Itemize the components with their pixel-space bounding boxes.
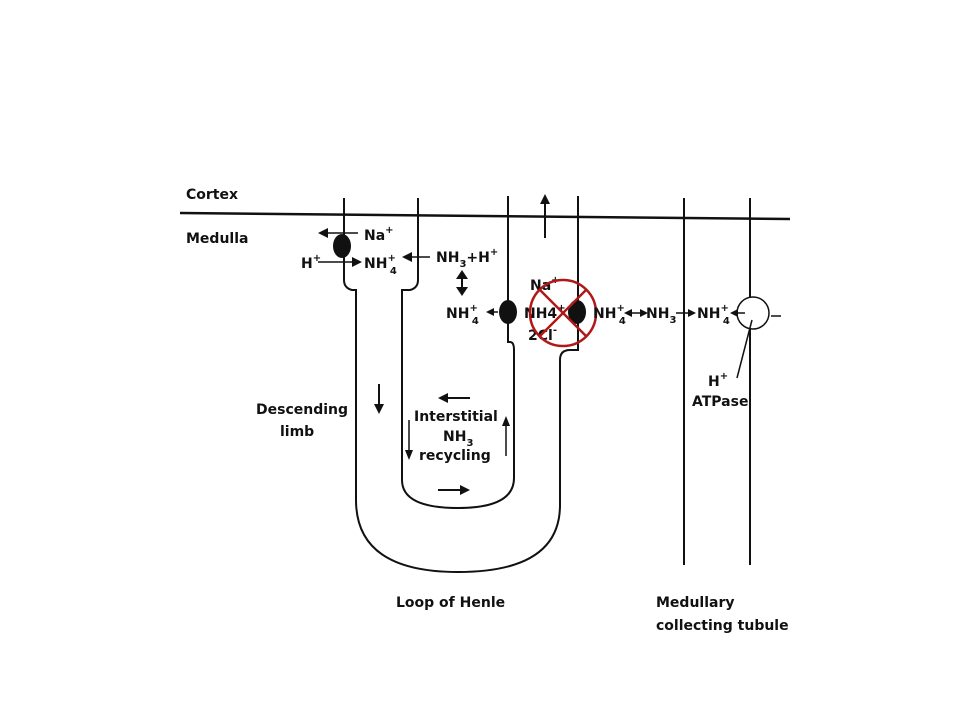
medullary-label-2: collecting tubule (656, 618, 789, 634)
interstitial-label-1: Interstitial (414, 409, 498, 425)
recycling-arrow-down (405, 420, 413, 460)
descending-limb-label-2: limb (280, 424, 314, 440)
interstitial-label-2: NH3 (443, 429, 473, 449)
cortex-medulla-boundary (179, 211, 791, 221)
ascending-flow-arrow (540, 194, 550, 238)
nh4-export-transporter (486, 300, 517, 324)
nh3-to-descending-arrow (402, 252, 430, 262)
nh4-label-interstitial: NH+4 (446, 303, 479, 327)
loop-of-henle-label: Loop of Henle (396, 595, 505, 611)
nh3-label-interstitial: NH3 (646, 306, 676, 326)
na-h-exchanger (318, 228, 362, 267)
nh3-plus-h-label: NH3+H+ (436, 247, 498, 270)
nh4-label-outer: NH+4 (593, 303, 626, 327)
h-atpase-pump (730, 296, 781, 379)
loop-inner-wall (401, 196, 515, 510)
exchanger-transporter-icon (333, 234, 351, 258)
equilibrium-arrow (456, 270, 468, 296)
nh4-label-tubule: NH+4 (697, 303, 730, 327)
loop-outer-wall (343, 196, 579, 574)
medulla-label: Medulla (186, 231, 248, 247)
nh4-label-descending: NH+4 (364, 253, 397, 277)
h-label: H+ (301, 253, 321, 272)
recycling-arrow-up (502, 416, 510, 456)
nh4-nh3-equilibrium-arrow (624, 309, 648, 317)
recycling-arrow-left (438, 393, 470, 403)
cortex-label: Cortex (186, 187, 238, 203)
descending-flow-arrow (374, 384, 384, 414)
nkcc-transporter (568, 300, 586, 324)
h-atpase-label-2: ATPase (692, 394, 748, 410)
inhibition-symbol (528, 278, 598, 348)
h-atpase-label-1: H+ (708, 371, 728, 390)
recycling-arrow-right (438, 485, 470, 495)
nkcc-nh4-label: NH4+ (524, 303, 566, 322)
nh3-to-tubule-arrow (676, 309, 696, 317)
medullary-label-1: Medullary (656, 595, 735, 611)
descending-limb-label-1: Descending (256, 402, 348, 418)
na-label: Na+ (364, 225, 394, 244)
transporter-icon-outer (568, 300, 586, 324)
interstitial-label-3: recycling (419, 448, 491, 464)
transporter-icon-inner (499, 300, 517, 324)
